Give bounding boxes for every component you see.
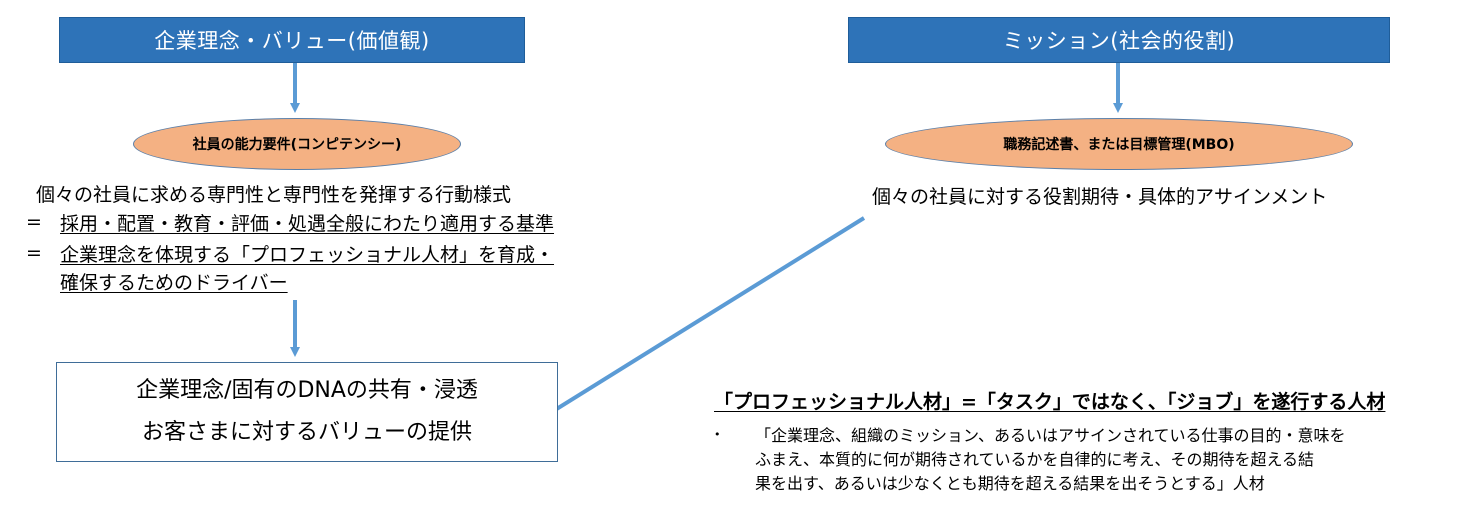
mission-header: ミッション(社会的役割)	[848, 17, 1390, 63]
competency-ellipse: 社員の能力要件(コンピテンシー)	[133, 118, 461, 170]
competency-criteria: 採用・配置・教育・評価・処遇全般にわたり適用する基準	[60, 213, 555, 235]
mbo-label: 職務記述書、または目標管理(MBO)	[1003, 137, 1235, 153]
equals-sign-2: =	[26, 242, 42, 264]
professional-definition-title: 「プロフェッショナル人材」=「タスク」ではなく、「ジョブ」を遂行する人材	[714, 391, 1386, 413]
arrow-right-text-to-result	[521, 216, 866, 431]
definition-line: 「企業理念、組織のミッション、あるいはアサインされている仕事の目的・意味を	[755, 426, 1346, 445]
bullet-icon: •	[714, 428, 721, 441]
competency-driver-line1: 企業理念を体現する「プロフェッショナル人材」を育成・	[60, 244, 555, 266]
role-expectation-text: 個々の社員に対する役割期待・具体的アサインメント	[872, 186, 1328, 208]
definition-line: 果を出す、あるいは少なくとも期待を超える結果を出そうとする」人材	[755, 474, 1265, 493]
values-header-label: 企業理念・バリュー(価値観)	[154, 29, 430, 53]
result-line-value: お客さまに対するバリューの提供	[141, 420, 472, 445]
definition-line: ふまえ、本質的に何が期待されているかを自律的に考え、その期待を超える結	[755, 450, 1315, 469]
mbo-ellipse: 職務記述書、または目標管理(MBO)	[885, 118, 1353, 170]
competency-label: 社員の能力要件(コンピテンシー)	[192, 137, 402, 153]
competency-definition: 個々の社員に求める専門性と専門性を発揮する行動様式	[36, 184, 512, 206]
mission-header-label: ミッション(社会的役割)	[1002, 29, 1236, 53]
values-header: 企業理念・バリュー(価値観)	[59, 17, 525, 63]
result-box: 企業理念/固有のDNAの共有・浸透 お客さまに対するバリューの提供	[56, 362, 558, 462]
competency-driver-line2: 確保するためのドライバー	[60, 272, 288, 294]
result-line-dna: 企業理念/固有のDNAの共有・浸透	[136, 378, 478, 403]
equals-sign-1: =	[26, 211, 42, 233]
professional-definition-text: 「企業理念、組織のミッション、あるいはアサインされている仕事の目的・意味を ふま…	[755, 424, 1445, 496]
